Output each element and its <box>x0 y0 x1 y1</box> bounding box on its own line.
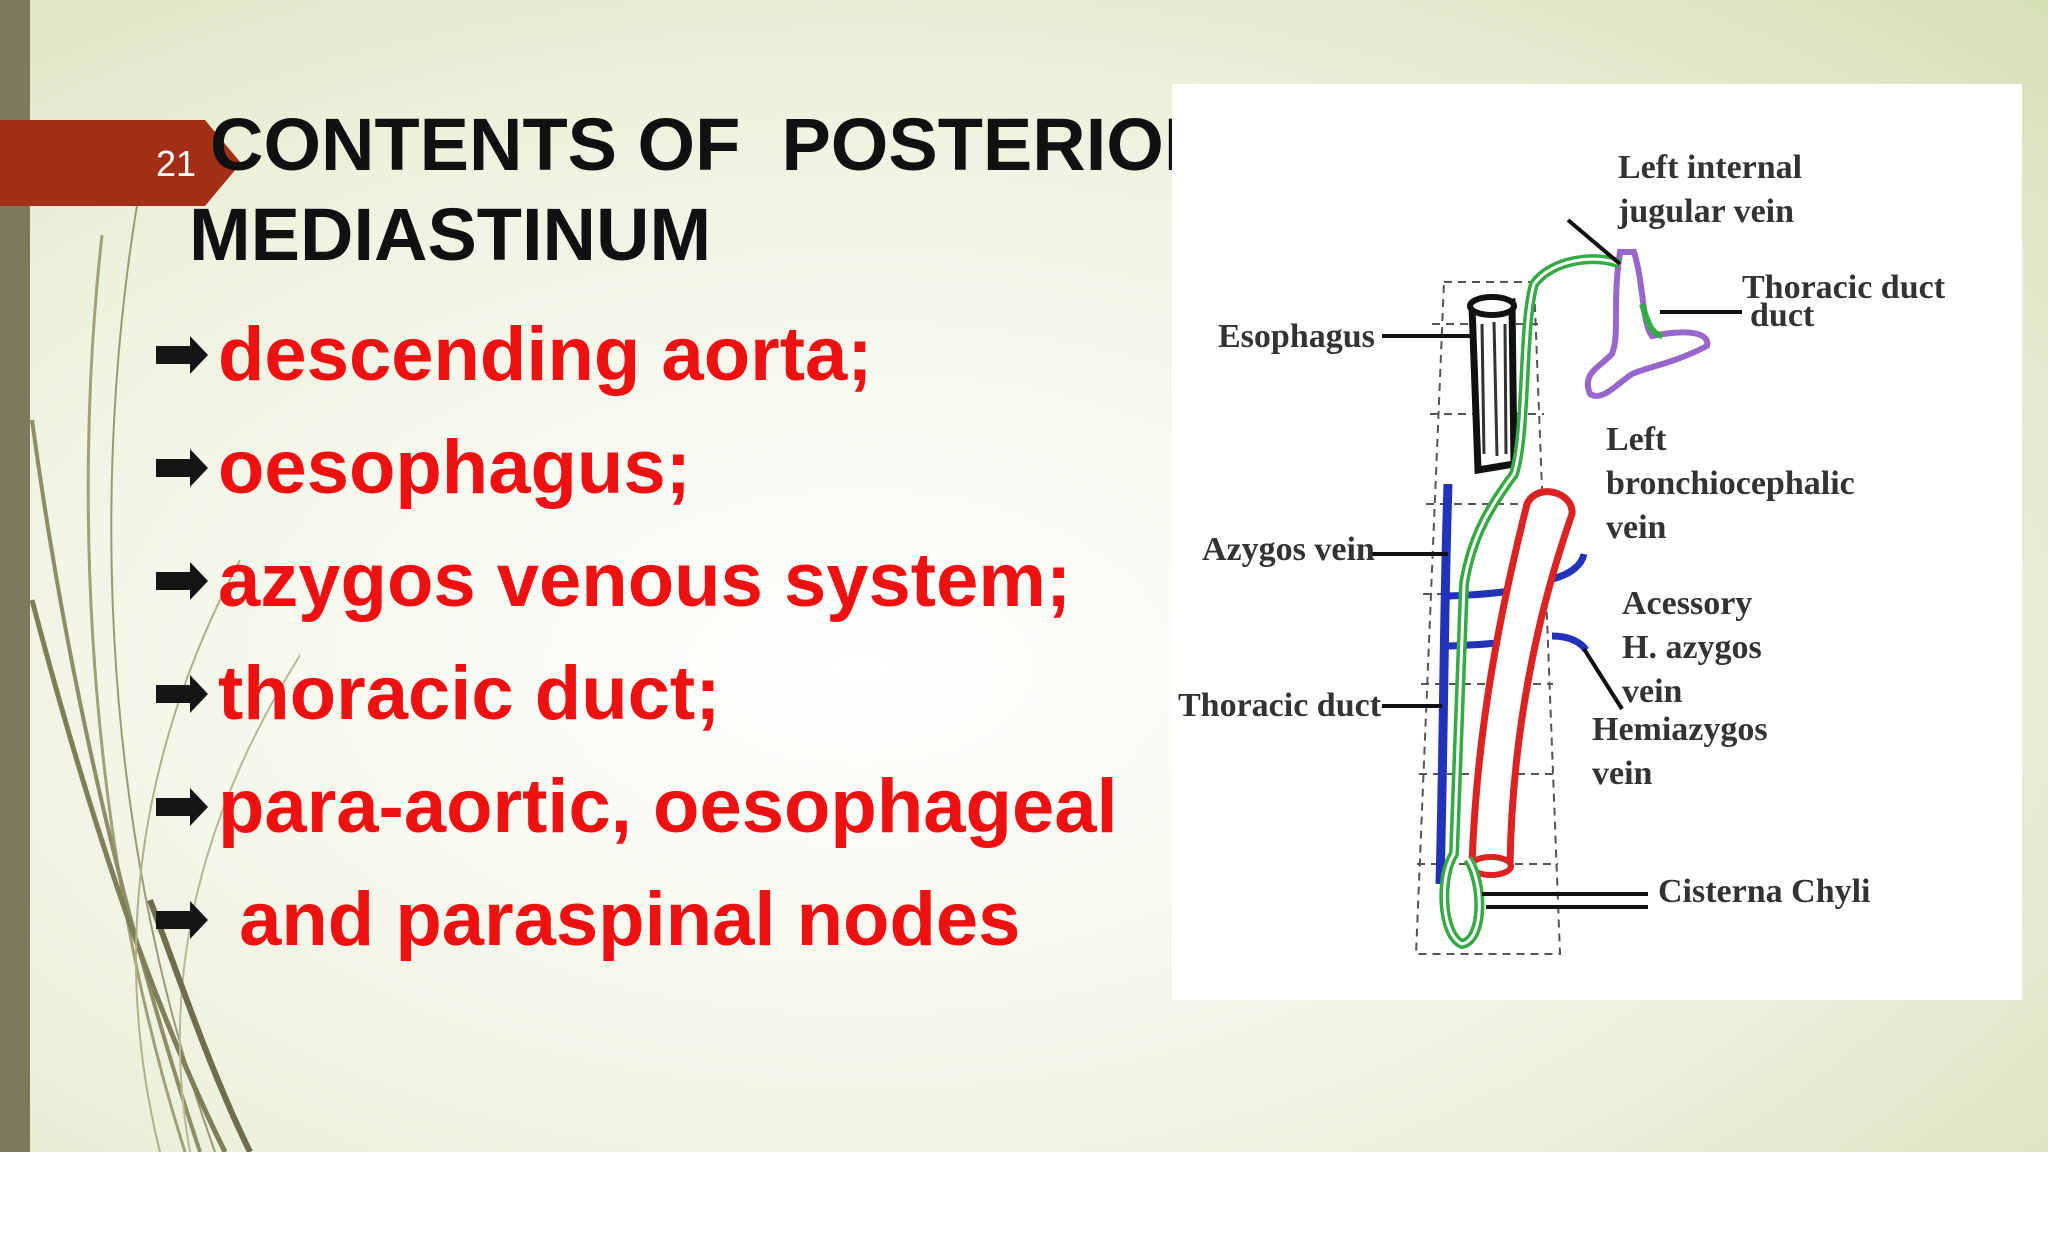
bullet-item: para-aortic, oesophageal <box>156 750 1118 863</box>
thoracic-duct-upper-segment <box>1639 303 1663 339</box>
decorative-curves <box>29 159 300 1152</box>
bullet-item: oesophagus; <box>156 411 1118 524</box>
bullet-text: oesophagus; <box>218 425 691 510</box>
slide: 21 CONTENTS OF POSTERIOR MEDIASTINUM des… <box>0 0 2048 1152</box>
slide-title: CONTENTS OF POSTERIOR MEDIASTINUM <box>189 100 1218 280</box>
arrow-bullet-icon <box>156 674 208 713</box>
arrow-bullet-icon <box>156 787 208 826</box>
accessory-hemiazygos-shape <box>1551 553 1588 583</box>
bullet-text: descending aorta; <box>218 312 873 397</box>
azygos-vein-shape <box>1435 483 1453 885</box>
label-thoracic-duct-lower: Thoracic duct <box>1178 687 1382 724</box>
label-azygos-vein: Azygos vein <box>1202 531 1375 568</box>
arrow-bullet-icon <box>156 335 208 374</box>
bullet-item: descending aorta; <box>156 298 1118 411</box>
bullet-item: thoracic duct; <box>156 637 1118 750</box>
title-line-2: MEDIASTINUM <box>189 193 712 276</box>
bullet-list: descending aorta; oesophagus; azygos ven… <box>156 298 1118 976</box>
leader-lines <box>1372 218 1742 909</box>
descending-aorta-shape <box>1468 488 1576 870</box>
bullet-text: para-aortic, oesophageal <box>218 764 1118 849</box>
slide-number: 21 <box>156 143 197 184</box>
arrow-bullet-icon <box>156 561 208 600</box>
slide-number-tab-arrow <box>205 120 241 206</box>
left-brachiocephalic-vein-shape <box>1584 249 1711 399</box>
slide-number-tab <box>0 120 205 206</box>
hemiazygos-shape <box>1551 632 1589 653</box>
bullet-item: azygos venous system; <box>156 524 1118 637</box>
bullet-text: and paraspinal nodes <box>218 877 1021 962</box>
thoracic-duct-inner <box>1442 257 1621 946</box>
arrow-bullet-icon <box>156 900 208 939</box>
esophagus-shape <box>1467 294 1518 475</box>
arrow-bullet-icon <box>156 448 208 487</box>
bullet-text: thoracic duct; <box>218 651 721 736</box>
title-line-1: CONTENTS OF POSTERIOR <box>210 103 1218 186</box>
label-esophagus: Esophagus <box>1218 318 1375 355</box>
bullet-item: and paraspinal nodes <box>156 863 1118 976</box>
label-cisterna-chyli: Cisterna Chyli <box>1658 873 1871 910</box>
bullet-text: azygos venous system; <box>218 538 1072 623</box>
